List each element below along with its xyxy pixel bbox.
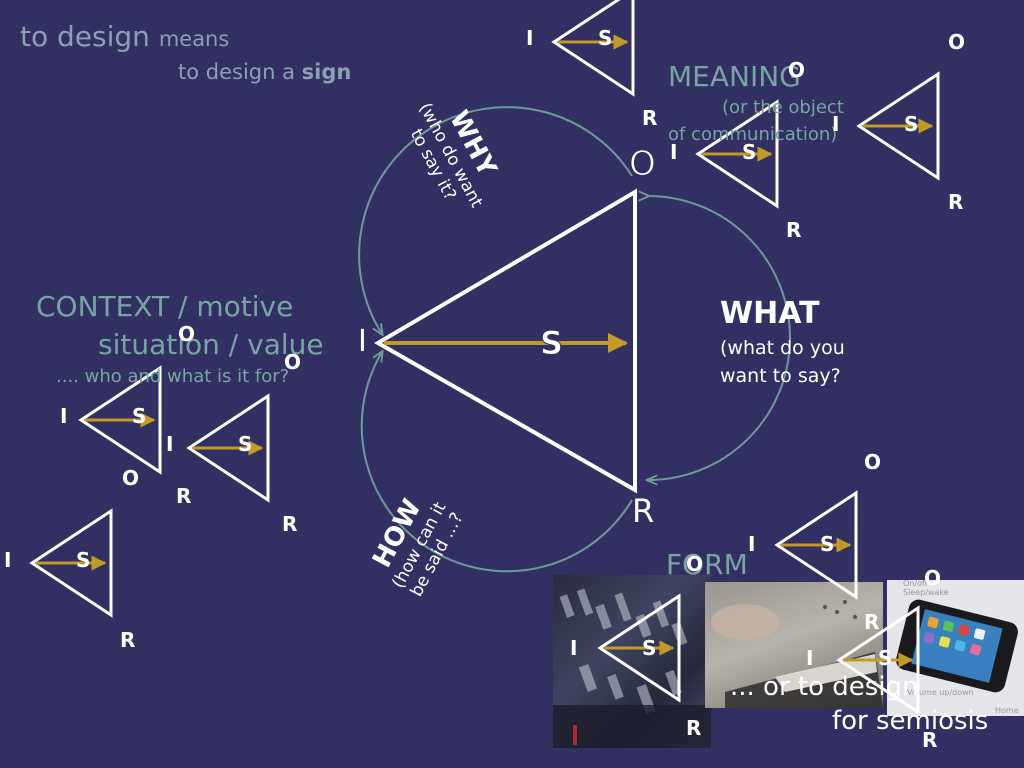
- iphone-illustration: [896, 599, 1018, 693]
- small-ctx2-i: I: [166, 432, 174, 456]
- main-triangle: [374, 188, 637, 494]
- small-lb-i: I: [4, 548, 12, 572]
- small-meaning-s: S: [742, 140, 757, 164]
- small-fr-o: O: [864, 450, 882, 474]
- small-meaning-i: I: [670, 140, 678, 164]
- small-f1-i: I: [570, 636, 578, 660]
- small-meaning-r: R: [786, 218, 802, 242]
- small-right-r: R: [948, 190, 964, 214]
- circle-arc-how: [360, 352, 633, 573]
- small-top-s: S: [598, 26, 613, 50]
- small-triangle-top: [554, 0, 633, 94]
- main-vertex-o: O: [629, 144, 657, 185]
- small-ctx2-s: S: [238, 432, 253, 456]
- small-fr-i: I: [748, 532, 756, 556]
- collage-photo-2-pattern: [711, 600, 883, 708]
- small-lb-r: R: [120, 628, 136, 652]
- circle-arc-why: [358, 106, 633, 334]
- title-line-2: to design a sign: [178, 60, 351, 84]
- what-sub-1: (what do you: [720, 337, 845, 359]
- meaning-sub-2: of communication): [668, 124, 838, 145]
- small-f2-o: O: [924, 566, 942, 590]
- small-triangle-right: [859, 74, 938, 178]
- small-right-s: S: [904, 112, 919, 136]
- small-ctx2-o: O: [284, 350, 302, 374]
- context-sub-1: situation / value: [98, 328, 324, 361]
- main-vertex-r: R: [632, 492, 655, 530]
- small-ctx2-r: R: [282, 512, 298, 536]
- what-sub-2: want to say?: [720, 365, 841, 387]
- small-f2-r: R: [922, 728, 938, 752]
- meaning-sub-1: (or the object: [722, 97, 844, 118]
- small-fr-s: S: [820, 532, 835, 556]
- title-line-1: to design means: [20, 20, 229, 53]
- closing-line-1: ... or to design: [730, 672, 919, 702]
- circle-arc-what: [648, 196, 791, 480]
- title-to-design-a: to design a: [178, 60, 295, 84]
- title-to-design: to design: [20, 20, 150, 53]
- collage-photo-3: On/off Sleep/wake Volume up/down Home: [887, 580, 1024, 716]
- small-triangle-form-right: [777, 493, 856, 597]
- small-right-o: O: [948, 30, 966, 54]
- main-center-s: S: [539, 324, 564, 363]
- title-sign: sign: [301, 60, 352, 84]
- closing-line-2: for semiosis: [832, 706, 989, 736]
- small-triangle-left-bottom: [32, 511, 111, 615]
- form-title: FORM: [666, 548, 748, 581]
- phone-label-volume: Volume up/down: [907, 688, 974, 697]
- small-f1-o: O: [686, 552, 704, 576]
- small-triangle-context-2: [189, 396, 268, 500]
- small-lb-s: S: [76, 548, 91, 572]
- small-ctx1-o: O: [178, 322, 196, 346]
- small-f1-r: R: [686, 716, 702, 740]
- phone-label-onoff: On/off: [903, 580, 928, 588]
- context-title: CONTEXT / motive: [36, 290, 294, 323]
- collage-photo-2: [705, 582, 883, 708]
- small-ctx1-r: R: [176, 484, 192, 508]
- small-fr-r: R: [864, 610, 880, 634]
- small-top-i: I: [526, 26, 534, 50]
- title-means: means: [158, 27, 230, 51]
- small-triangle-form-1: [600, 596, 679, 700]
- small-f1-s: S: [642, 636, 657, 660]
- small-ctx1-i: I: [60, 404, 68, 428]
- small-meaning-o: O: [788, 58, 806, 82]
- phone-label-home: Home: [995, 706, 1019, 715]
- phone-label-sleep: Sleep/wake: [903, 588, 949, 597]
- what-title: WHAT: [720, 296, 820, 331]
- meaning-title: MEANING: [668, 60, 801, 93]
- context-sub-2: .... who and what is it for?: [56, 366, 290, 387]
- small-f2-i: I: [806, 646, 814, 670]
- small-top-r: R: [642, 106, 658, 130]
- main-vertex-i: I: [358, 324, 367, 359]
- small-right-i: I: [832, 112, 840, 136]
- small-ctx1-s: S: [132, 404, 147, 428]
- small-lb-o: O: [122, 466, 140, 490]
- small-f2-s: S: [878, 646, 893, 670]
